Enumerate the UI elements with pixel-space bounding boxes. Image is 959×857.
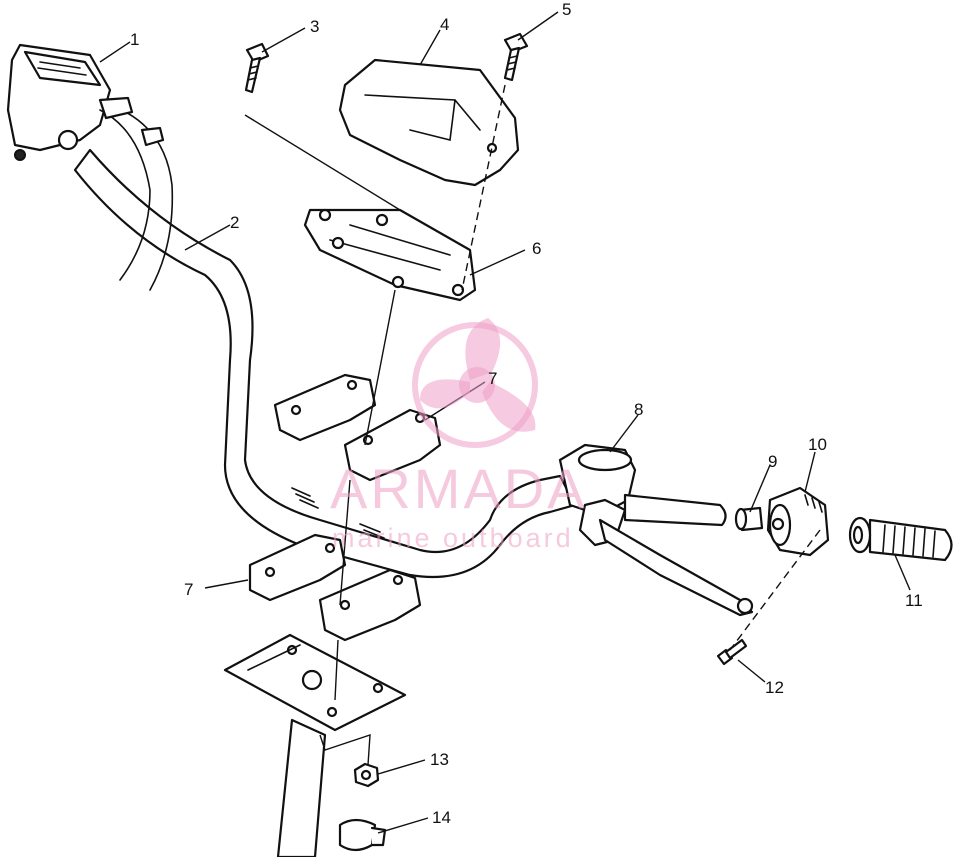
brake-master-cylinder	[558, 443, 754, 617]
steering-post	[276, 718, 327, 857]
screw	[716, 638, 748, 666]
callout-2: 2	[230, 213, 239, 232]
nut	[353, 762, 380, 788]
callout-9: 9	[768, 452, 777, 471]
callout-6: 6	[532, 239, 541, 258]
handlebar-clamp-lower	[248, 533, 422, 642]
switch-housing	[766, 486, 830, 557]
base-plate	[223, 633, 407, 732]
callout-11: 11	[905, 591, 923, 610]
gasket-plate	[303, 208, 477, 302]
callout-1: 1	[130, 30, 139, 49]
bolt	[503, 32, 529, 82]
callout-4: 4	[440, 15, 449, 34]
throttle-control	[6, 43, 174, 291]
callout-5: 5	[562, 0, 571, 19]
callout-14: 14	[432, 808, 451, 827]
callout-13: 13	[430, 750, 449, 769]
callout-3: 3	[310, 17, 319, 36]
bolt	[244, 42, 270, 94]
watermark-tagline: marine outboard	[332, 523, 574, 553]
assembly-lines	[244, 84, 821, 766]
callout-8: 8	[634, 400, 643, 419]
callout-7-lower: 7	[184, 580, 193, 599]
bushing	[734, 506, 764, 532]
handlebar-clamp-upper	[273, 373, 442, 482]
callout-12: 12	[765, 678, 784, 697]
handlebar-cover	[338, 58, 520, 187]
callout-10: 10	[808, 435, 827, 454]
callout-7-upper: 7	[488, 369, 497, 388]
hose-clamp	[338, 818, 387, 852]
callout-leaders	[99, 11, 911, 834]
watermark-brand: ARMADA	[330, 457, 588, 520]
grip	[848, 516, 953, 562]
watermark-logo	[412, 318, 538, 448]
